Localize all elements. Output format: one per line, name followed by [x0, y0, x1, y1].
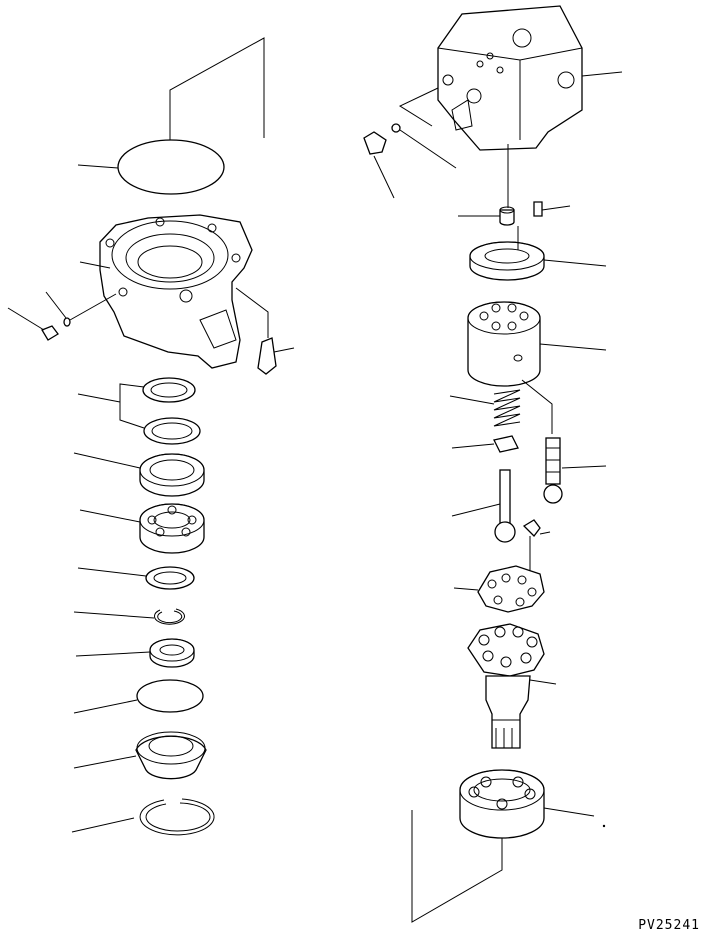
spring[interactable] — [449, 389, 521, 427]
drawing-reference-code: PV25241 — [638, 918, 700, 933]
floating-seal[interactable] — [73, 731, 207, 780]
oil-seal[interactable] — [73, 452, 205, 497]
thrust-washer[interactable] — [77, 566, 195, 590]
bottom-right-bracket-line — [411, 810, 503, 923]
pin-assembly[interactable] — [521, 379, 607, 504]
cover-disc[interactable] — [73, 679, 204, 714]
check-plug[interactable] — [363, 87, 457, 199]
large-o-ring[interactable] — [77, 139, 225, 195]
drive-shaft[interactable] — [467, 623, 557, 749]
top-left-bracket-line — [169, 37, 265, 140]
snap-ring-small[interactable] — [73, 608, 185, 625]
dot-mark — [602, 824, 606, 828]
valve-block[interactable] — [437, 5, 623, 151]
retainer-screw[interactable] — [522, 519, 551, 574]
motor-housing[interactable] — [79, 214, 253, 369]
bushing[interactable] — [458, 206, 515, 226]
roller-bearing[interactable] — [79, 503, 205, 554]
spherical-bushing[interactable] — [451, 435, 519, 453]
center-shaft[interactable] — [451, 469, 516, 543]
retainer-plate[interactable] — [453, 565, 545, 613]
plug-with-washer[interactable] — [7, 291, 117, 341]
ball-bearing-small[interactable] — [75, 638, 195, 668]
housing-bolt[interactable] — [235, 287, 295, 375]
tapered-roller-bearing[interactable] — [459, 769, 595, 839]
dowel-pin[interactable] — [533, 201, 571, 217]
valve-plate[interactable] — [469, 226, 607, 281]
shim-pair[interactable] — [77, 377, 201, 445]
snap-ring-large[interactable] — [71, 798, 215, 836]
cylinder-block[interactable] — [467, 301, 607, 387]
